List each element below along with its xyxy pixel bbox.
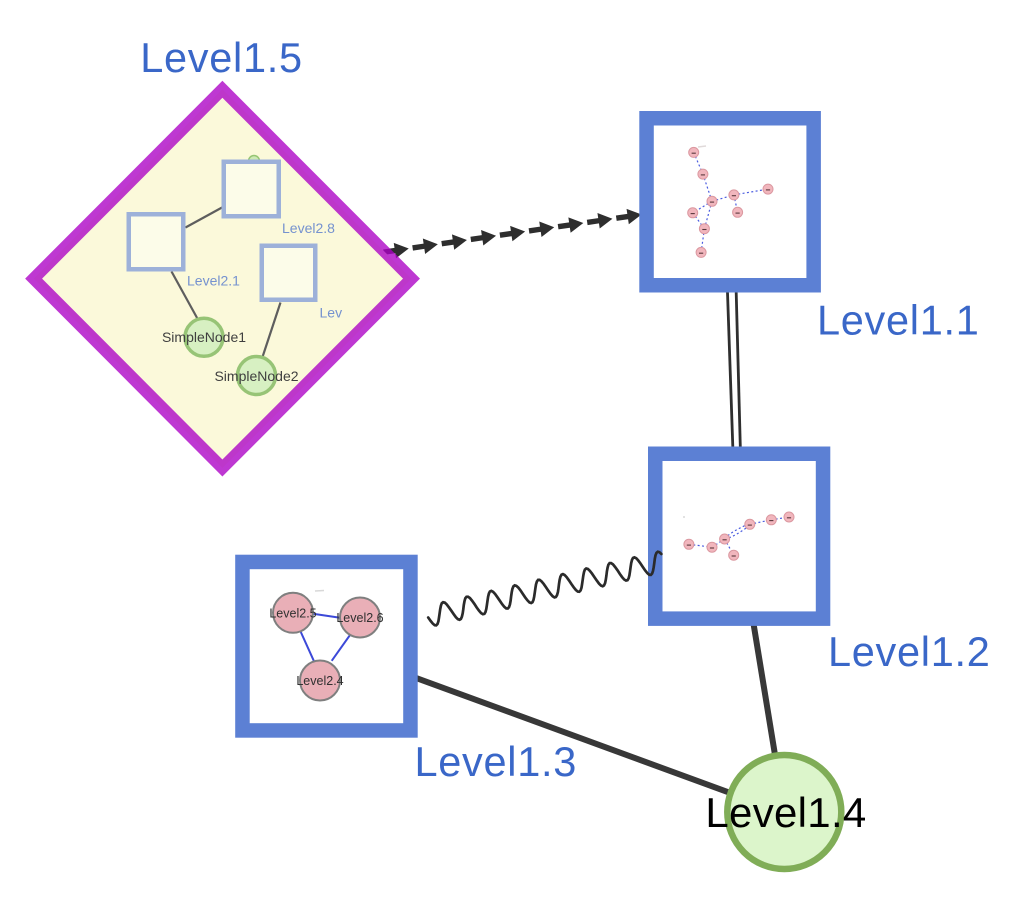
svg-text:Level1.1: Level1.1 <box>817 297 980 344</box>
svg-text:Level2.8: Level2.8 <box>282 220 335 236</box>
svg-text:Level1.2: Level1.2 <box>828 628 991 675</box>
svg-text:Level1.4: Level1.4 <box>705 789 866 836</box>
svg-text:Lev: Lev <box>320 305 343 321</box>
svg-text:Level2.5: Level2.5 <box>269 607 316 621</box>
svg-text:Level2.6: Level2.6 <box>336 611 383 625</box>
svg-text:SimpleNode1: SimpleNode1 <box>162 329 246 345</box>
svg-text:Level2.1: Level2.1 <box>187 273 240 289</box>
svg-text:Level1.3: Level1.3 <box>415 738 578 785</box>
svg-text:Level1.5: Level1.5 <box>140 34 303 81</box>
svg-text:Level2.4: Level2.4 <box>296 674 343 688</box>
svg-text:SimpleNode2: SimpleNode2 <box>214 368 298 384</box>
